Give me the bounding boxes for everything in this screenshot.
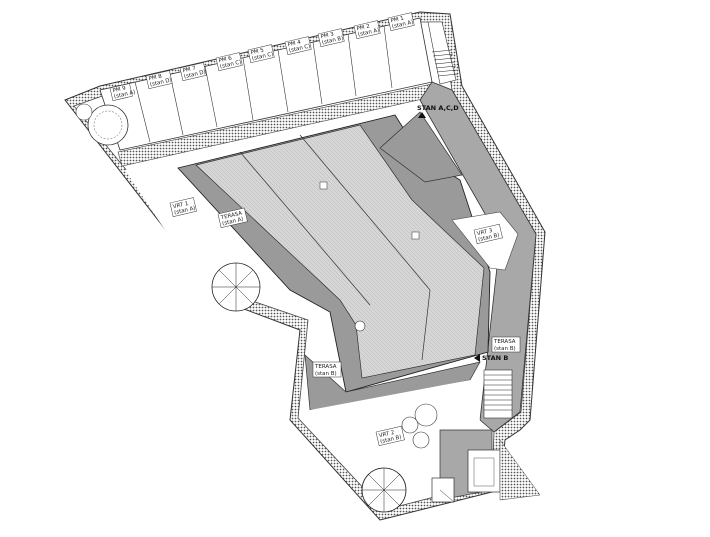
pm6-id: PM 6 [218, 55, 233, 64]
roof-vent-icon [411, 231, 420, 240]
pm8-id: PM 8 [148, 73, 163, 82]
pm3-id: PM 3 [320, 31, 335, 40]
vrt3-sub: (stan B) [478, 232, 500, 243]
pm2-sub: (stan A) [358, 27, 380, 38]
vrt2-id: VRT 2 [378, 430, 395, 439]
vrt2-sub: (stan B) [380, 434, 402, 445]
garden-label-vrt2: VRT 2 (stan B) [375, 425, 405, 446]
pm5-sub: (stan C) [252, 51, 275, 62]
pm8-sub: (stan D) [150, 77, 173, 88]
pm1-sub: (stan A) [392, 19, 414, 30]
stairs-east [483, 369, 513, 419]
terrace-label-a: TERASA (stan A) [217, 207, 248, 228]
pm7-sub: (stan D) [184, 69, 207, 80]
pool-icon [467, 449, 501, 493]
gravel-corner [499, 439, 541, 501]
pool-area [431, 429, 501, 503]
terrace-label-b-south: TERASA (stan B) [312, 361, 342, 378]
flat-label-stan-b: STAN B [474, 354, 508, 362]
roof-vent-icon [319, 181, 328, 190]
terrace-label-b-east: TERASA (stan B) [491, 336, 521, 353]
column-icon [354, 320, 366, 332]
parking-labels: PM 9 (stan A) PM 8 (stan D) PM 7 (stan D… [109, 12, 415, 101]
tree-icon-south [361, 467, 407, 513]
pm4-id: PM 4 [287, 39, 302, 48]
flat-label-stan-cd: STAN A,C,D [417, 104, 459, 118]
stan-cd-text: STAN A,C,D [417, 104, 459, 112]
pm9-id: PM 9 [112, 85, 127, 94]
entrance-arrow-icon [418, 112, 426, 118]
terrace-a-id: TERASA [219, 211, 243, 222]
shrub-cluster-icon [401, 403, 438, 449]
pm1-id: PM 1 [390, 16, 404, 25]
tree-icon-west [211, 262, 261, 312]
stan-b-text: STAN B [482, 354, 508, 362]
pm7-id: PM 7 [182, 65, 197, 74]
pm3-sub: (stan B) [322, 35, 344, 46]
parking-label-pm9: PM 9 (stan A) [109, 83, 136, 101]
upper-left-tree-icon [75, 103, 129, 146]
pm4-sub: (stan C) [289, 43, 312, 54]
parking-label-pm7: PM 7 (stan D) [179, 62, 207, 81]
parking-label-pm3: PM 3 (stan B) [317, 28, 345, 47]
parking-label-pm6: PM 6 (stan C) [215, 52, 243, 71]
terrace-b-east-sub: (stan B) [494, 346, 516, 352]
garden-label-vrt1: VRT 1 (stan A) [169, 197, 197, 217]
entrance-arrow-icon [474, 354, 480, 362]
terrace-a-sub: (stan A) [222, 216, 244, 227]
parking-strip [99, 17, 437, 167]
stairs-top [431, 49, 459, 77]
garden-label-vrt3: VRT 3 (stan B) [473, 223, 503, 244]
parking-label-pm4: PM 4 (stan C) [284, 36, 312, 55]
terrace-b-south-sub: (stan B) [315, 371, 337, 377]
building-roof [177, 111, 491, 393]
vrt3-id: VRT 3 [476, 228, 493, 238]
pm9-sub: (stan A) [114, 89, 136, 100]
terrace-b-south-id: TERASA [314, 364, 337, 370]
parking-label-pm2: PM 2 (stan A) [353, 20, 381, 39]
terrace-b-east-id: TERASA [493, 339, 516, 345]
parking-label-pm5: PM 5 (stan C) [247, 44, 275, 63]
parking-label-pm8: PM 8 (stan D) [145, 70, 173, 89]
pm5-id: PM 5 [250, 47, 265, 56]
pm2-id: PM 2 [356, 24, 370, 33]
vrt1-id: VRT 1 [172, 201, 189, 210]
parking-label-pm1: PM 1 (stan A) [387, 12, 415, 31]
pm6-sub: (stan C) [220, 59, 243, 70]
vrt1-sub: (stan A) [174, 205, 196, 216]
shed-icon [431, 477, 455, 503]
